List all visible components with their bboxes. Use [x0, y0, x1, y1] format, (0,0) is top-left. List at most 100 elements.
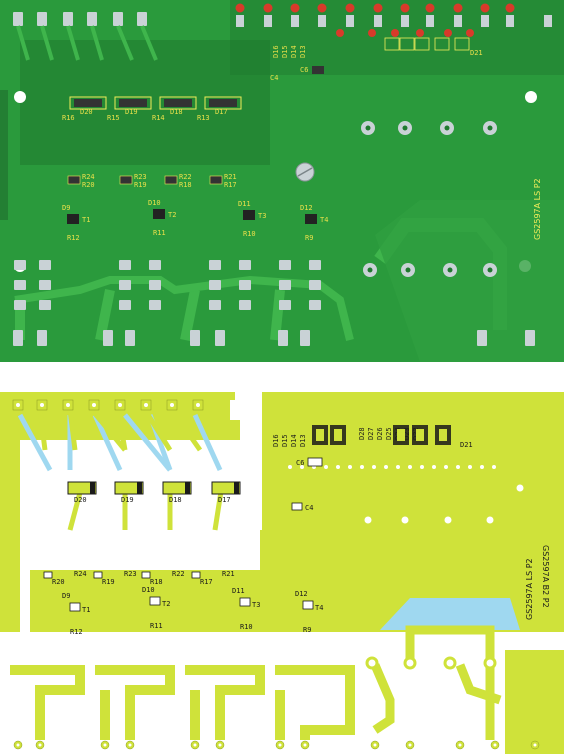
component-label: D13: [299, 434, 307, 447]
resistor-label: R24: [74, 570, 87, 578]
component-label: R11: [153, 229, 166, 237]
yellow-trace: [142, 408, 173, 452]
pcb-trace: [140, 25, 158, 61]
component-outline: [434, 37, 450, 51]
drill-hole: [408, 743, 412, 747]
layout-track: [275, 665, 355, 740]
yellow-trace: [115, 409, 128, 451]
diode-band: [137, 482, 142, 494]
component-label: D10: [148, 199, 161, 207]
component-label: D16: [272, 45, 280, 58]
capacitor-body: [307, 457, 323, 467]
diode-body: [119, 99, 147, 107]
pad: [14, 280, 26, 290]
diode-label: D18: [170, 108, 183, 116]
transistor-body: [302, 600, 314, 610]
component-label: R10: [243, 230, 256, 238]
component-label: R12: [70, 628, 83, 636]
component-label: D14: [290, 45, 298, 58]
pad-round: [403, 656, 417, 670]
diode-outline: [211, 481, 241, 495]
resistor-label: R18: [150, 578, 163, 586]
component-label: D10: [142, 586, 155, 594]
via: [430, 463, 438, 471]
resistor-label: R15: [107, 114, 120, 122]
component-label: C4: [305, 504, 313, 512]
component-label: R9: [303, 626, 311, 634]
component-label: C6: [300, 66, 308, 74]
layout-top-right-group: D16D15D14D13C6C4D21D28D27D26D25D24D23D22: [272, 425, 473, 512]
component-label: D11: [238, 200, 251, 208]
board-id-layout: GS2597A LS P2: [525, 558, 534, 620]
layout-blue-area: [380, 598, 520, 630]
pad: [279, 260, 291, 270]
component-outline: [399, 37, 415, 51]
led-red: [400, 3, 410, 13]
pad: [39, 280, 51, 290]
pcb-trace: [16, 25, 30, 61]
transistor-body: [69, 602, 81, 612]
component-label: T2: [168, 211, 176, 219]
pad: [279, 280, 291, 290]
layout-track: [405, 625, 502, 740]
component-label: T3: [252, 601, 260, 609]
component-label: T4: [315, 604, 323, 612]
drill-hole: [66, 403, 70, 407]
pad: [239, 300, 251, 310]
led-red: [425, 3, 435, 13]
diode-label: D18: [169, 496, 182, 504]
mounting-hole: [525, 91, 537, 103]
layout-track: [370, 663, 395, 734]
pcb-copper-area: [375, 200, 564, 362]
led-red: [373, 3, 383, 13]
led-red: [263, 3, 273, 13]
capacitor-body: [312, 66, 324, 74]
component-outline: [414, 37, 430, 51]
layout-track: [185, 665, 265, 740]
resistor-label: R20: [82, 181, 95, 189]
component-label: T4: [320, 216, 328, 224]
pad: [14, 300, 26, 310]
pad: [119, 260, 131, 270]
drill-hole: [128, 743, 132, 747]
capacitor-body: [291, 502, 303, 511]
via: [442, 463, 450, 471]
drill-hole: [144, 403, 148, 407]
drill-hole: [38, 743, 42, 747]
component-label: D15: [281, 434, 289, 447]
pad: [37, 330, 47, 346]
pad: [137, 12, 147, 26]
diode-label: D20: [74, 496, 87, 504]
led-red: [290, 3, 300, 13]
blue-trace: [123, 413, 172, 472]
pad: [125, 330, 135, 346]
component-label: D14: [290, 434, 298, 447]
component-label: C4: [270, 74, 278, 82]
drill-hole: [365, 125, 371, 131]
drill-hole: [103, 743, 107, 747]
pad: [300, 330, 310, 346]
resistor-label: R17: [200, 578, 213, 586]
drill-hole: [92, 403, 96, 407]
pad: [14, 260, 26, 270]
component-label: D16: [272, 434, 280, 447]
pad: [279, 300, 291, 310]
photo-pad-grid: [14, 260, 321, 310]
yellow-trace: [169, 408, 203, 452]
pad: [149, 300, 161, 310]
led-red: [416, 29, 424, 37]
pad-round: [398, 513, 412, 527]
diode-outline: [204, 96, 242, 110]
pad: [13, 330, 23, 346]
led-red: [480, 3, 490, 13]
drill-hole: [444, 125, 450, 131]
drill-hole: [447, 267, 453, 273]
pad: [309, 300, 321, 310]
led-red: [444, 29, 452, 37]
component-label: D13: [299, 45, 307, 58]
pcb-trace: [90, 25, 104, 61]
